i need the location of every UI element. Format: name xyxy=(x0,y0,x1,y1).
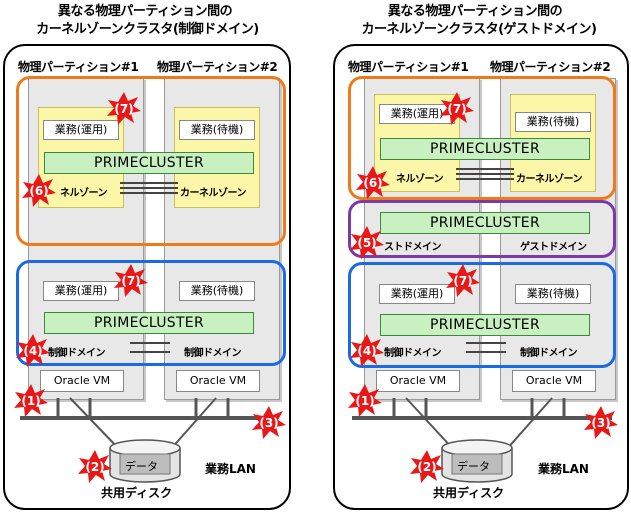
right-job-standby-kernel: 業務(待機) xyxy=(515,112,591,132)
right-partition1-label: 物理パーティション#1 xyxy=(348,60,469,74)
left-kernel-zone-label-1: ネルゾーン xyxy=(60,188,108,199)
right-oracle-vm-1: Oracle VM xyxy=(376,370,460,392)
right-primecluster-kernel: PRIMECLUSTER xyxy=(380,138,590,160)
left-marker-6: (6) xyxy=(22,174,56,208)
left-partition1-label: 物理パーティション#1 xyxy=(18,60,139,74)
right-shared-disk-icon xyxy=(441,439,513,483)
left-control-domain-label-1: 制御ドメイン xyxy=(48,348,106,359)
left-oracle-vm-1: Oracle VM xyxy=(40,370,124,392)
left-heartbeat-lines-ctrl xyxy=(130,342,170,353)
right-guest-domain-label-1: ストドメイン xyxy=(384,242,442,253)
left-kernel-zone-label-2: カーネルゾーン xyxy=(180,188,247,199)
left-marker-7a: (7) xyxy=(107,92,141,126)
right-marker-3: (3) xyxy=(584,406,618,440)
left-business-lan-label: 業務LAN xyxy=(205,462,256,476)
right-primecluster-guest: PRIMECLUSTER xyxy=(380,212,590,234)
right-guest-domain-cluster-ring xyxy=(348,200,616,258)
left-title-line1: 異なる物理パーティション間の xyxy=(57,4,233,19)
left-control-domain-label-2: 制御ドメイン xyxy=(184,348,242,359)
left-job-standby-ctrl: 業務(待機) xyxy=(179,281,255,301)
right-marker-7b: (7) xyxy=(446,264,480,298)
right-marker-2: (2) xyxy=(410,450,444,484)
left-shared-disk-label: 共用ディスク xyxy=(101,486,173,500)
left-data-label: データ xyxy=(125,460,158,473)
left-marker-7b: (7) xyxy=(114,264,148,298)
right-kernel-zone-cluster-ring xyxy=(348,76,616,200)
left-primecluster-ctrl: PRIMECLUSTER xyxy=(44,312,254,334)
right-control-domain-label-1: 制御ドメイン xyxy=(384,348,442,359)
right-kernel-zone-label-1: ネルゾーン xyxy=(396,174,444,185)
left-primecluster-kernel: PRIMECLUSTER xyxy=(44,152,254,174)
right-marker-6: (6) xyxy=(356,166,390,200)
right-marker-1: (1) xyxy=(348,384,382,418)
left-oracle-vm-2: Oracle VM xyxy=(176,370,260,392)
right-marker-7a: (7) xyxy=(440,92,474,126)
right-title-line1: 異なる物理パーティション間の xyxy=(387,4,563,19)
left-title-line2: カーネルゾーンクラスタ(制御ドメイン) xyxy=(36,22,259,37)
right-business-lan-label: 業務LAN xyxy=(538,462,589,476)
left-job-active-ctrl: 業務(運用) xyxy=(43,281,119,301)
left-job-standby-kernel: 業務(待機) xyxy=(179,120,255,140)
right-heartbeat-lines-ctrl xyxy=(466,342,506,353)
left-kernel-zone-cluster-ring xyxy=(16,76,286,246)
right-shared-disk-label: 共用ディスク xyxy=(433,486,505,500)
left-partition2-label: 物理パーティション#2 xyxy=(157,60,278,74)
left-shared-disk-icon xyxy=(109,439,181,483)
right-kernel-zone-label-2: カーネルゾーン xyxy=(516,174,583,185)
right-marker-5: (5) xyxy=(350,226,384,260)
left-control-domain-cluster-ring xyxy=(16,260,286,366)
left-marker-4: (4) xyxy=(16,334,50,368)
left-heartbeat-lines-kernel xyxy=(120,182,178,194)
left-marker-2: (2) xyxy=(78,450,112,484)
right-marker-4: (4) xyxy=(350,334,384,368)
right-data-label: データ xyxy=(457,460,490,473)
right-control-domain-label-2: 制御ドメイン xyxy=(520,348,578,359)
right-heartbeat-lines-kernel xyxy=(456,168,514,180)
right-primecluster-ctrl: PRIMECLUSTER xyxy=(380,314,590,336)
right-partition2-label: 物理パーティション#2 xyxy=(490,60,611,74)
left-marker-3: (3) xyxy=(252,406,286,440)
left-marker-1: (1) xyxy=(14,384,48,418)
left-network-lines xyxy=(20,397,272,451)
right-job-standby-ctrl: 業務(待機) xyxy=(515,284,591,304)
right-title-line2: カーネルゾーンクラスタ(ゲストドメイン) xyxy=(361,22,597,37)
right-oracle-vm-2: Oracle VM xyxy=(512,370,596,392)
right-control-domain-cluster-ring xyxy=(348,262,616,368)
right-job-active-ctrl: 業務(運用) xyxy=(379,284,455,304)
right-guest-domain-label-2: ゲストドメイン xyxy=(520,242,587,253)
left-job-active-kernel: 業務(運用) xyxy=(43,120,119,140)
right-network-lines xyxy=(352,397,612,451)
